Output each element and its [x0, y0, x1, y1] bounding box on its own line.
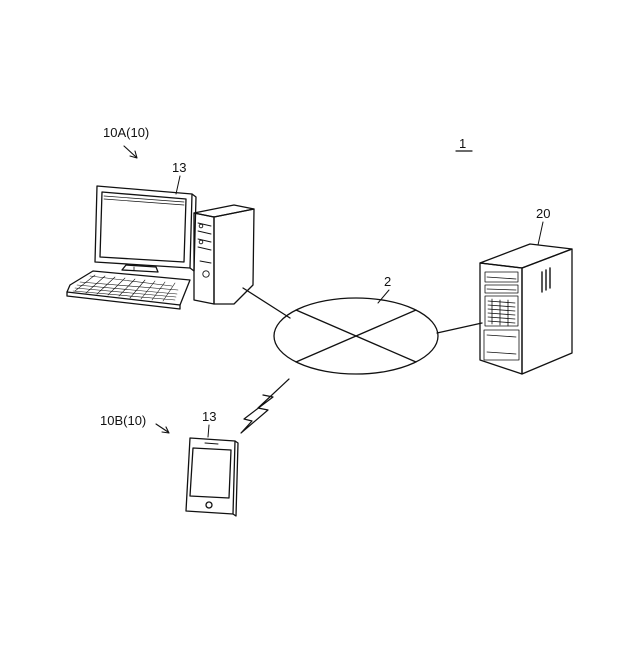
- terminal-b-label: 10B(10): [100, 413, 169, 433]
- server-tower-icon: [480, 244, 572, 374]
- network-server-link: [437, 323, 482, 333]
- svg-text:10A(10): 10A(10): [103, 125, 149, 140]
- svg-text:10B(10): 10B(10): [100, 413, 146, 428]
- svg-text:20: 20: [536, 206, 550, 221]
- svg-text:2: 2: [384, 274, 391, 289]
- network-cloud-icon: [274, 298, 438, 374]
- server-label: 20: [536, 206, 550, 245]
- desktop-network-link: [243, 288, 290, 318]
- terminal-a-part-label: 13: [172, 160, 186, 194]
- svg-text:13: 13: [202, 409, 216, 424]
- system-label: 1: [456, 136, 472, 151]
- svg-text:1: 1: [459, 136, 466, 151]
- svg-text:13: 13: [172, 160, 186, 175]
- desktop-computer-icon: [67, 186, 254, 309]
- smartphone-icon: [186, 438, 238, 516]
- network-label: 2: [378, 274, 391, 303]
- lightning-bolt-icon: [241, 379, 289, 433]
- terminal-a-label: 10A(10): [103, 125, 149, 158]
- terminal-b-part-label: 13: [202, 409, 216, 437]
